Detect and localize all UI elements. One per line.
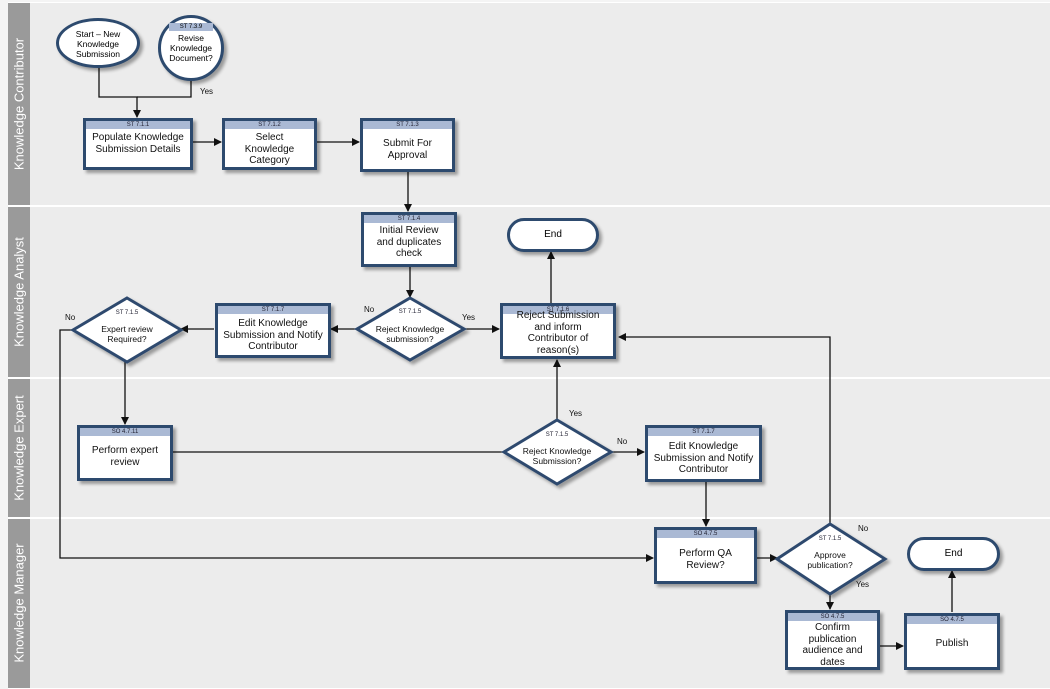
node-code: SO 4.7.5: [907, 616, 997, 624]
edge-label-reject2-yes: Yes: [569, 409, 583, 418]
edge-label-approve-no: No: [858, 524, 869, 533]
decision-reject-knowledge-2: [501, 418, 614, 486]
edge-approve-no: [618, 333, 831, 524]
node-code: ST 7.1.1: [86, 121, 190, 129]
decision-label: Reject Knowledge submission?: [375, 324, 445, 344]
edge-label-expert-no: No: [65, 313, 76, 322]
edge-label-reject2-no: No: [617, 437, 628, 446]
node-label: Submit For Approval: [383, 138, 432, 161]
node-code: ST 7.1.7: [648, 428, 759, 436]
node-code: ST 7.1.7: [218, 306, 328, 314]
edge-label-reject1-no: No: [364, 305, 375, 314]
decision-code: ST 7.1.5: [115, 310, 139, 316]
decision-reject-knowledge-1: [354, 296, 468, 362]
node-label: Publish: [935, 638, 969, 649]
end-node-2[interactable]: End: [907, 537, 1000, 571]
start-node-label: Start – New Knowledge Submission: [75, 29, 121, 59]
node-code: ST 7.1.2: [225, 121, 314, 129]
process-populate[interactable]: ST 7.1.1 Populate Knowledge Submission D…: [83, 118, 193, 170]
end-node-label: End: [944, 548, 963, 559]
lane-header: Knowledge Contributor: [8, 3, 30, 205]
node-label: Perform QA Review?: [679, 548, 732, 571]
revise-node[interactable]: ST 7.3.9 Revise Knowledge Document?: [158, 15, 224, 81]
node-code: ST 7.1.3: [363, 121, 452, 129]
node-code: SO 4.7.5: [788, 613, 877, 621]
process-submit[interactable]: ST 7.1.3 Submit For Approval: [360, 118, 455, 172]
node-code: ST 7.1.6: [503, 306, 613, 314]
node-label: Reject Submission and inform Contributor…: [516, 310, 600, 356]
start-node[interactable]: Start – New Knowledge Submission: [56, 18, 140, 68]
process-edit-2[interactable]: ST 7.1.7 Edit Knowledge Submission and N…: [645, 425, 762, 482]
decision-expert-review: [70, 296, 184, 364]
node-code: ST 7.3.9: [169, 23, 213, 31]
decision-code: ST 7.1.5: [818, 536, 842, 542]
node-label: Confirm publication audience and dates: [802, 622, 863, 668]
node-code: SO 4.7.5: [657, 530, 754, 538]
node-label: Populate Knowledge Submission Details: [92, 132, 184, 155]
end-node-1[interactable]: End: [507, 218, 599, 252]
node-code: ST 7.1.4: [364, 215, 454, 223]
node-label: Edit Knowledge Submission and Notify Con…: [223, 318, 323, 352]
edge-revise-populate: [137, 80, 192, 98]
edge-label-approve-yes: Yes: [856, 580, 870, 589]
edge-expertq-no-qa: [59, 329, 654, 562]
edge-start-populate: [98, 66, 141, 118]
process-perform-expert[interactable]: SO 4.7.11 Perform expert review: [77, 425, 173, 481]
edge-label-reject1-yes: Yes: [462, 313, 476, 322]
decision-label: Reject Knowledge Submission?: [522, 446, 592, 466]
process-reject-inform[interactable]: ST 7.1.6 Reject Submission and inform Co…: [500, 303, 616, 359]
node-label: Select Knowledge Category: [244, 132, 295, 166]
process-edit-1[interactable]: ST 7.1.7 Edit Knowledge Submission and N…: [215, 303, 331, 358]
node-label: Perform expert review: [91, 445, 159, 468]
end-node-label: End: [544, 229, 562, 240]
node-code: SO 4.7.11: [80, 428, 170, 436]
process-confirm[interactable]: SO 4.7.5 Confirm publication audience an…: [785, 610, 880, 670]
lane-header: Knowledge Analyst: [8, 207, 30, 377]
process-qa-review[interactable]: SO 4.7.5 Perform QA Review?: [654, 527, 757, 584]
revise-node-label: Revise Knowledge Document?: [169, 33, 213, 63]
lane-header: Knowledge Manager: [8, 519, 30, 688]
process-initial-review[interactable]: ST 7.1.4 Initial Review and duplicates c…: [361, 212, 457, 267]
decision-code: ST 7.1.5: [545, 432, 569, 438]
edge-label-revise-yes: Yes: [200, 87, 214, 96]
node-label: Edit Knowledge Submission and Notify Con…: [653, 441, 754, 475]
node-label: Initial Review and duplicates check: [376, 225, 442, 259]
decision-code: ST 7.1.5: [398, 309, 422, 315]
process-select[interactable]: ST 7.1.2 Select Knowledge Category: [222, 118, 317, 170]
decision-approve-publication: [774, 522, 888, 596]
lane-header: Knowledge Expert: [8, 379, 30, 517]
process-publish[interactable]: SO 4.7.5 Publish: [904, 613, 1000, 670]
decision-label: Expert review Required?: [101, 324, 153, 344]
decision-label: Approve publication?: [807, 550, 853, 570]
